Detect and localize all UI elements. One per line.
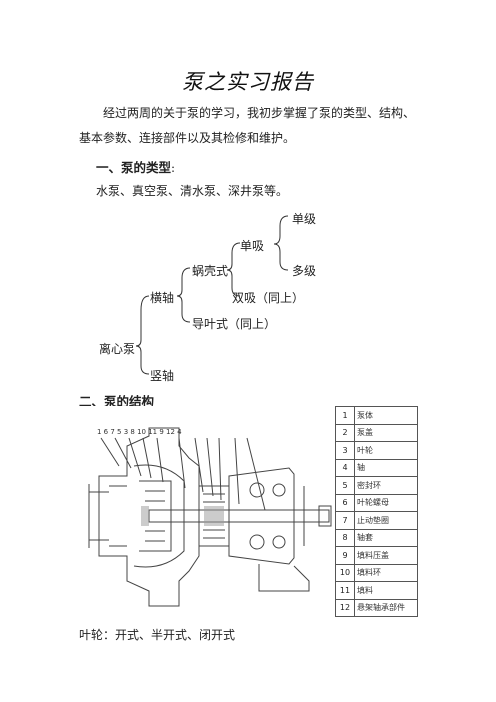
tree-horizontal: 横轴 [150, 291, 175, 305]
tree-multi-stage: 多级 [292, 264, 317, 278]
part-name: 密封环 [354, 476, 418, 495]
tree-volute: 蜗壳式 [192, 264, 229, 278]
section-1-title: 一、泵的类型 [96, 160, 172, 175]
brace-stage [273, 215, 289, 271]
part-number: 4 [335, 458, 355, 477]
part-name: 叶轮 [354, 441, 418, 460]
pump-cross-section-drawing: 1 6 7 5 3 8 10 11 9 12 4 [79, 406, 335, 616]
section-1-colon: : [171, 161, 176, 175]
tree-guide-vane: 导叶式（同上） [192, 317, 277, 331]
part-number: 8 [335, 528, 355, 547]
tree-vertical: 竖轴 [150, 369, 175, 383]
part-name: 填料压盖 [354, 546, 418, 565]
part-number: 9 [335, 546, 355, 565]
pump-types-line: 水泵、真空泵、清水泵、深井泵等。 [96, 184, 289, 198]
brace-root [135, 295, 150, 375]
part-name: 止动垫圈 [354, 511, 418, 530]
part-name: 填料环 [354, 563, 418, 582]
part-name: 轴 [354, 458, 418, 477]
part-number: 2 [335, 423, 355, 442]
brace-horizontal [176, 267, 191, 323]
impeller-types-line: 叶轮：开式、半开式、闭开式 [79, 628, 236, 642]
part-name: 悬架轴承部件 [354, 598, 418, 617]
intro-paragraph: 经过两周的关于泵的学习，我初步掌握了泵的类型、结构、基本参数、连接部件以及其检修… [79, 106, 416, 145]
part-number: 12 [335, 598, 355, 617]
part-number: 7 [335, 511, 355, 530]
tree-single-stage: 单级 [292, 212, 317, 226]
brace-suction [226, 242, 241, 297]
part-name: 填料 [354, 581, 418, 600]
part-name: 叶轮螺母 [354, 493, 418, 512]
part-number: 5 [335, 476, 355, 495]
part-number: 10 [335, 563, 355, 582]
part-name: 泵体 [354, 406, 418, 425]
tree-single-suction: 单吸 [240, 239, 265, 253]
section-2-heading: 二、泵的结构 [79, 394, 155, 409]
part-number: 1 [335, 406, 355, 425]
part-name: 泵盖 [354, 423, 418, 442]
part-name: 轴套 [354, 528, 418, 547]
tree-braces [135, 215, 289, 375]
tree-root: 离心泵 [99, 342, 136, 356]
part-number: 6 [335, 493, 355, 512]
part-number: 3 [335, 441, 355, 460]
part-number: 11 [335, 581, 355, 600]
page-title: 泵之实习报告 [182, 70, 314, 94]
section-1-heading: 一、泵的类型: [96, 157, 175, 176]
callout-numbers: 1 6 7 5 3 8 10 11 9 12 4 [97, 428, 182, 436]
tree-double-suction: 双吸（同上） [232, 291, 305, 305]
